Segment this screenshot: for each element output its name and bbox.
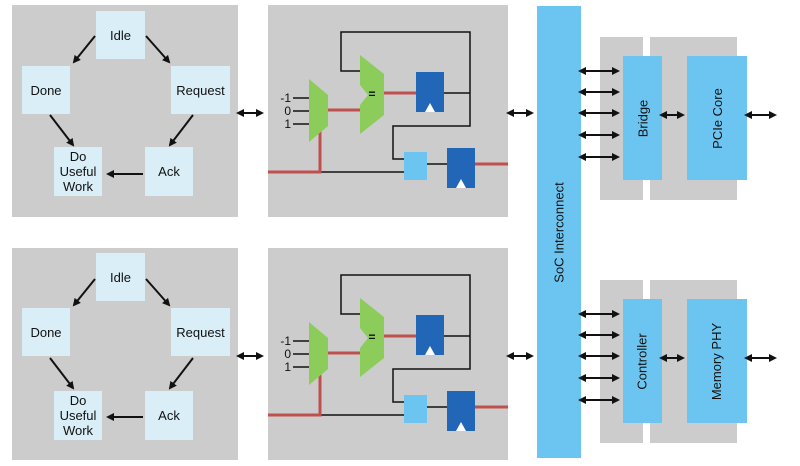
comparator-symbol: = <box>368 330 375 344</box>
fsm-arrow-idle-to-request <box>145 278 171 307</box>
soc-interconnect: SoC Interconnect <box>537 6 581 458</box>
bridge-block: Bridge <box>623 56 662 180</box>
controller-block: Controller <box>623 299 662 423</box>
state-ack: Ack <box>145 391 193 440</box>
state-done: Done <box>22 308 70 356</box>
mux-input-select <box>309 322 328 385</box>
feedback-wire <box>340 274 471 403</box>
state-done: Done <box>22 66 70 114</box>
mux-compare <box>360 298 384 377</box>
pcie-core-block: PCIe Core <box>687 56 747 180</box>
comparator-symbol: = <box>368 87 375 101</box>
fsm-arrow-done-to-work <box>49 114 75 147</box>
state-idle: Idle <box>96 11 145 59</box>
fsm-arrow-idle-to-done <box>72 278 96 307</box>
fsm-arrow-done-to-work <box>49 357 75 390</box>
mux-input-label: -1 <box>280 334 291 348</box>
mux-input-label: 1 <box>284 360 291 374</box>
state-do-useful-work: Do Useful Work <box>54 147 102 196</box>
clock-input-icon <box>425 346 435 355</box>
state-idle: Idle <box>96 253 145 301</box>
fsm-arrow-idle-to-request <box>145 35 171 64</box>
mux-input-label: -1 <box>280 91 291 105</box>
feedback-wire <box>340 31 471 160</box>
memory-phy-block: Memory PHY <box>687 299 747 423</box>
clock-input-icon <box>456 422 466 431</box>
mux-input-select <box>309 79 328 142</box>
fsm-arrow-request-to-ack <box>168 114 194 147</box>
mux-input-label: 0 <box>284 347 291 361</box>
state-do-useful-work: Do Useful Work <box>54 391 102 440</box>
state-request: Request <box>171 66 230 114</box>
mux-input-label: 0 <box>284 104 291 118</box>
state-request: Request <box>171 308 230 356</box>
clock-input-icon <box>425 103 435 112</box>
logic-gate <box>404 395 427 423</box>
mux-compare <box>360 55 384 134</box>
mux-input-label: 1 <box>284 117 291 131</box>
fsm-arrow-idle-to-done <box>72 35 96 64</box>
clock-input-icon <box>456 179 466 188</box>
fsm-arrow-request-to-ack <box>168 357 194 390</box>
state-ack: Ack <box>145 147 193 196</box>
logic-gate <box>404 152 427 180</box>
